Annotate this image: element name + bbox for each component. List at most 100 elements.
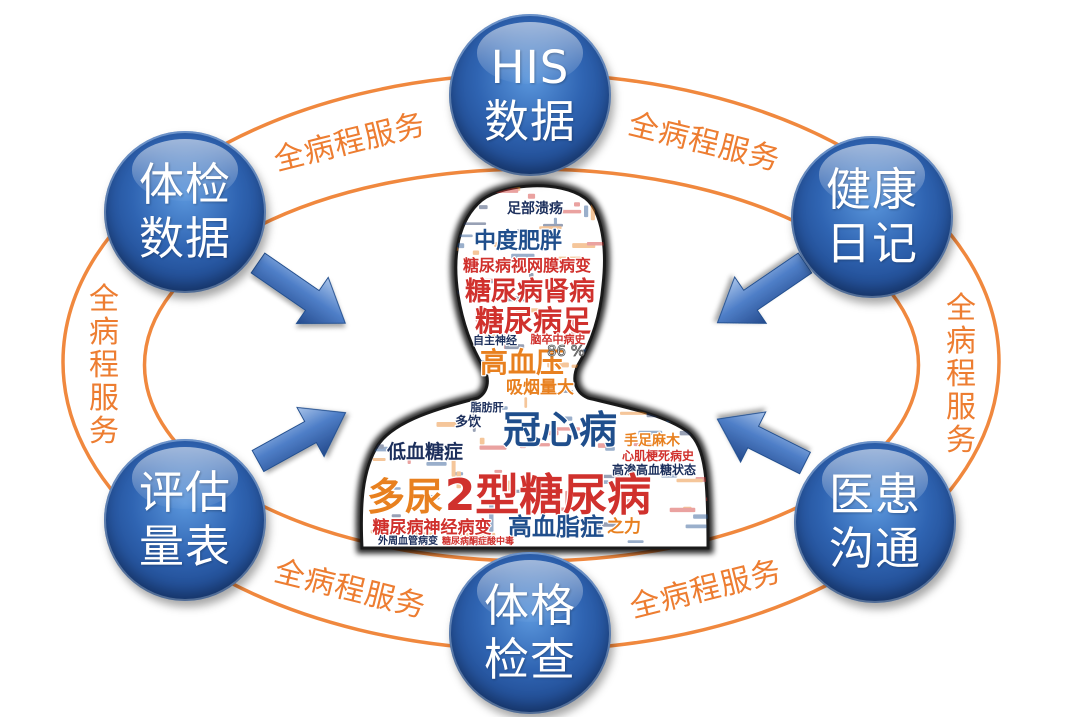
- arrow-exam-data-to-patient: [250, 252, 346, 325]
- word-cloud-texture-mark: [493, 360, 505, 364]
- word-cloud-texture-mark: [550, 427, 580, 431]
- word-cloud-texture-mark: [547, 362, 569, 368]
- word-cloud-texture-mark: [548, 430, 559, 436]
- word-cloud-texture-mark: [634, 451, 657, 456]
- word-cloud-texture-mark: [633, 443, 654, 447]
- word-cloud-texture-mark: [408, 532, 433, 538]
- word-cloud-term: 多饮: [455, 414, 482, 430]
- word-cloud-texture-mark: [475, 309, 479, 322]
- word-cloud-term: 外周血管病变: [377, 534, 438, 547]
- word-cloud-texture-mark: [382, 198, 402, 203]
- word-cloud-texture-mark: [472, 250, 480, 255]
- word-cloud-texture-mark: [484, 278, 505, 283]
- word-cloud-texture-mark: [672, 248, 696, 251]
- word-cloud-term: 高血压: [480, 346, 564, 379]
- word-cloud-texture-mark: [503, 344, 521, 349]
- node-label-line-2: 日记: [825, 217, 918, 270]
- word-cloud-texture-mark: [620, 411, 647, 415]
- word-cloud-texture-mark: [669, 507, 696, 513]
- word-cloud-texture-mark: [700, 392, 704, 412]
- word-cloud-texture-mark: [602, 480, 609, 484]
- word-cloud-texture-mark: [372, 446, 389, 452]
- word-cloud-texture-mark: [540, 315, 550, 321]
- word-cloud-texture-mark: [410, 376, 414, 393]
- word-cloud-texture-mark: [393, 367, 422, 373]
- word-cloud-texture-mark: [627, 540, 644, 543]
- word-cloud-texture-mark: [485, 334, 506, 340]
- word-cloud-texture-mark: [683, 404, 707, 410]
- word-cloud-term: 手足麻木: [624, 432, 681, 449]
- service-label-right: 全病程服务: [940, 291, 975, 457]
- word-cloud-term: 之力: [607, 516, 641, 537]
- word-cloud-texture-mark: [505, 482, 510, 491]
- word-cloud-texture-mark: [466, 532, 496, 537]
- word-cloud-texture-mark: [479, 205, 488, 210]
- node-label-line-1: 健康: [825, 163, 918, 216]
- word-cloud-texture-mark: [494, 469, 503, 473]
- node-label-line-1: 评估: [138, 466, 231, 519]
- word-cloud-texture-mark: [693, 388, 696, 409]
- word-cloud-texture-mark: [565, 490, 568, 510]
- word-cloud-texture-mark: [689, 304, 707, 308]
- word-cloud-texture-mark: [419, 541, 428, 546]
- word-cloud-texture-mark: [640, 351, 668, 355]
- word-cloud-term: 脂肪肝: [470, 400, 504, 414]
- word-cloud-texture-mark: [453, 472, 464, 476]
- word-cloud-texture-mark: [504, 344, 525, 350]
- word-cloud-texture-mark: [509, 319, 521, 323]
- node-doctor-patient-communication: 医患 沟通: [794, 441, 956, 603]
- word-cloud-texture-mark: [704, 310, 708, 334]
- patient-silhouette-word-cloud: 足部溃疡 中度肥胖 糖尿病视网膜病变 糖尿病肾病 糖尿病足 自主神经 脑卒中病史…: [361, 185, 722, 548]
- word-cloud-texture-mark: [601, 362, 614, 368]
- node-label-line-1: 体检: [138, 158, 231, 211]
- word-cloud-texture-mark: [422, 392, 452, 396]
- word-cloud-texture-mark: [503, 241, 510, 247]
- word-cloud-texture-mark: [509, 489, 535, 493]
- word-cloud-texture-mark: [572, 243, 596, 248]
- word-cloud-texture-mark: [426, 462, 447, 466]
- word-cloud-texture-mark: [479, 437, 485, 445]
- word-cloud-texture-mark: [489, 329, 503, 334]
- word-cloud-texture-mark: [548, 268, 563, 273]
- word-cloud-texture-mark: [675, 264, 698, 269]
- word-cloud-texture-mark: [692, 386, 695, 415]
- word-cloud-texture-mark: [693, 514, 708, 519]
- word-cloud-texture-mark: [675, 259, 704, 265]
- word-cloud-texture-mark: [616, 499, 642, 503]
- word-cloud-texture-mark: [515, 308, 542, 313]
- word-cloud-term: 糖尿病酮症酸中毒: [442, 535, 514, 547]
- word-cloud-texture-mark: [636, 380, 652, 384]
- word-cloud-texture-mark: [404, 376, 408, 397]
- word-cloud-texture-mark: [372, 458, 386, 461]
- node-his-data: HIS 数据: [449, 14, 611, 176]
- word-cloud-texture-mark: [546, 207, 564, 212]
- word-cloud-texture-mark: [384, 199, 400, 202]
- word-cloud-texture-mark: [457, 222, 487, 225]
- node-label-line-1: 体格: [483, 579, 576, 632]
- word-cloud-texture-mark: [566, 321, 584, 326]
- word-cloud-term: 高渗高血糖状态: [612, 462, 696, 477]
- word-cloud-texture-mark: [543, 223, 563, 227]
- node-physical-exam-data: 体检 数据: [104, 131, 266, 293]
- word-cloud-texture-mark: [683, 506, 692, 511]
- node-label-line-2: 沟通: [828, 522, 921, 575]
- word-cloud-texture-mark: [678, 304, 708, 310]
- word-cloud-texture-mark: [685, 524, 707, 529]
- word-cloud-texture-mark: [391, 514, 401, 518]
- word-cloud-texture-mark: [489, 504, 494, 532]
- word-cloud-texture-mark: [479, 445, 507, 450]
- word-cloud-texture-mark: [602, 522, 620, 527]
- word-cloud-texture-mark: [370, 529, 396, 534]
- word-cloud-texture-mark: [605, 446, 615, 451]
- word-cloud-texture-mark: [458, 234, 473, 238]
- word-cloud-texture-mark: [373, 342, 399, 347]
- node-label-line-1: 医患: [828, 468, 921, 521]
- word-cloud-texture-mark: [638, 430, 663, 435]
- word-cloud-texture-mark: [572, 533, 579, 537]
- word-cloud-texture-mark: [539, 226, 562, 230]
- word-cloud-texture-mark: [503, 480, 515, 485]
- arrow-communication-to-patient: [716, 411, 812, 475]
- word-cloud-texture-mark: [511, 253, 535, 259]
- word-cloud-texture-mark: [600, 474, 628, 479]
- word-cloud-texture-mark: [417, 332, 438, 337]
